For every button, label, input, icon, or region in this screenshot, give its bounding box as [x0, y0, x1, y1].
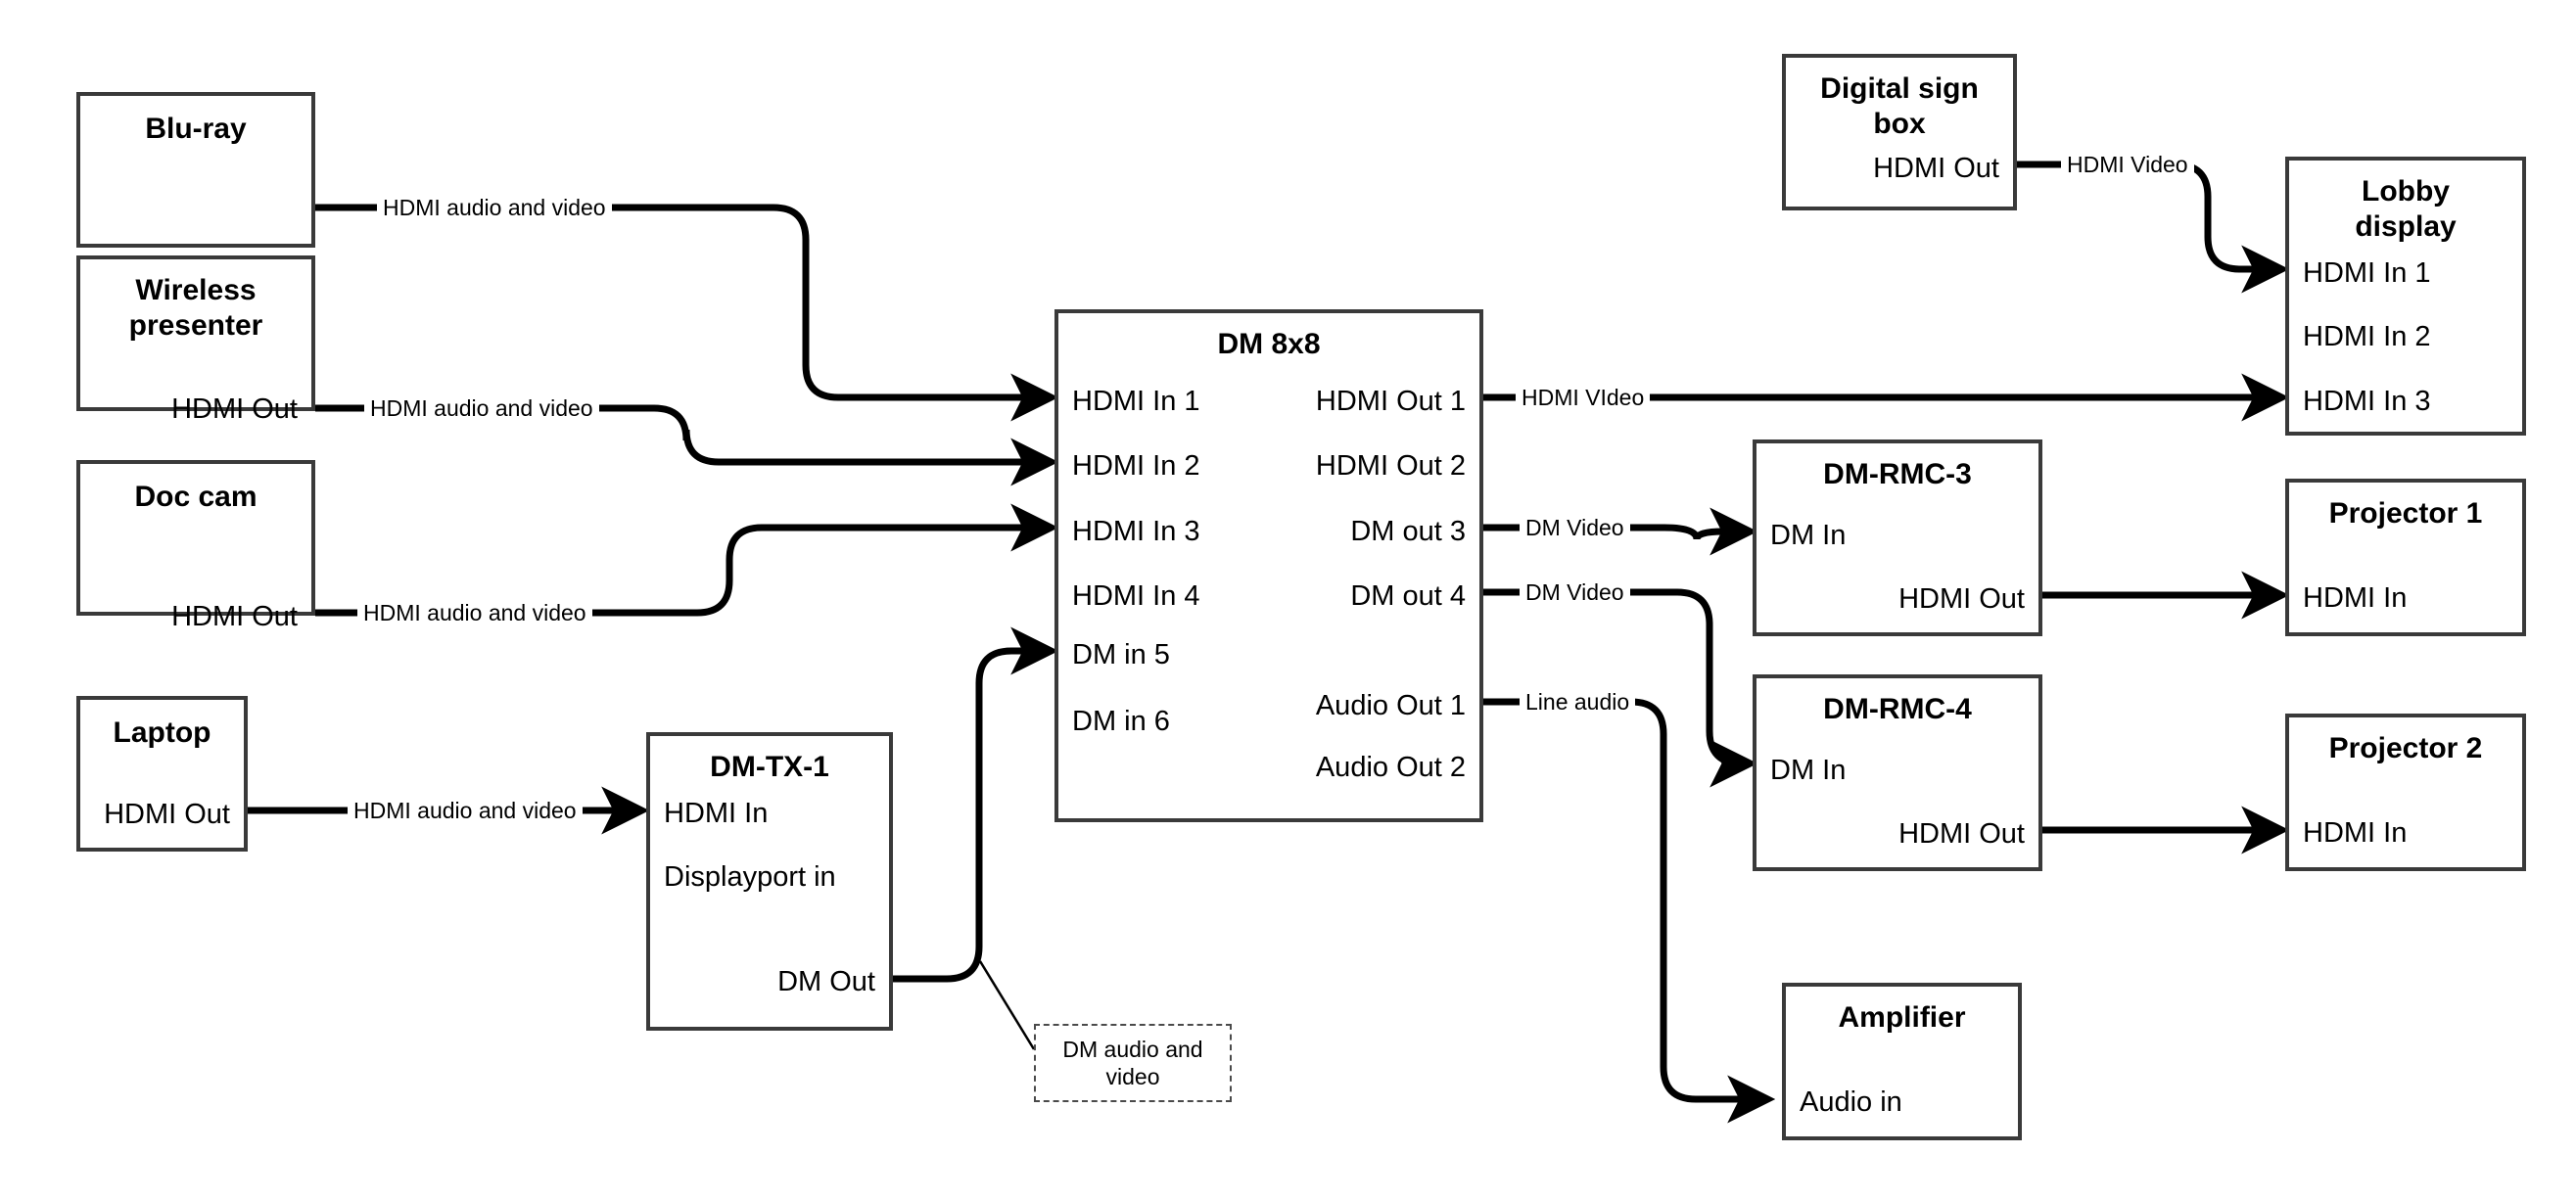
wire-dm8x8-dmout3-to-rmc3	[1483, 507, 1758, 556]
callout-dm-audio-video: DM audio and video	[1034, 1024, 1232, 1102]
port-dm8x8-dm-in-5[interactable]: DM in 5	[1072, 639, 1170, 670]
port-amp-audio-in[interactable]: Audio in	[1800, 1086, 1902, 1118]
node-digital-sign-box-title: Digital sign box	[1820, 72, 1979, 140]
port-proj1-hdmi-in[interactable]: HDMI In	[2303, 582, 2408, 614]
node-laptop-title: Laptop	[113, 716, 211, 749]
node-doc-cam[interactable]: Doc cam HDMI Out	[76, 460, 315, 632]
wire-label-wireless: HDMI audio and video	[364, 394, 599, 422]
wire-bluray-to-dm8x8	[315, 204, 1059, 422]
node-bluray[interactable]: Blu-ray HDMI Out	[76, 92, 315, 319]
port-rmc3-hdmi-out[interactable]: HDMI Out	[1898, 583, 2025, 615]
node-projector-2-title: Projector 2	[2328, 732, 2483, 764]
node-wireless-presenter[interactable]: Wireless presenter HDMI Out	[76, 255, 315, 425]
node-dm-8x8[interactable]: DM 8x8 HDMI In 1 HDMI In 2 HDMI In 3 HDM…	[1054, 309, 1483, 822]
port-dm8x8-hdmi-in-4[interactable]: HDMI In 4	[1072, 580, 1200, 612]
node-laptop[interactable]: Laptop HDMI Out	[76, 696, 248, 852]
wire-wireless-to-dm8x8	[315, 404, 1059, 486]
port-digitalsign-hdmi-out[interactable]: HDMI Out	[1873, 153, 1999, 184]
port-dm8x8-audio-out-1[interactable]: Audio Out 1	[1315, 690, 1466, 721]
port-laptop-hdmi-out[interactable]: HDMI Out	[104, 799, 230, 830]
port-rmc4-dm-in[interactable]: DM In	[1770, 755, 1847, 786]
port-dmtx1-displayport-in[interactable]: Displayport in	[664, 861, 836, 893]
port-rmc4-hdmi-out[interactable]: HDMI Out	[1898, 818, 2025, 850]
node-amplifier-title: Amplifier	[1838, 1001, 1966, 1034]
node-projector-2[interactable]: Projector 2 HDMI In	[2285, 714, 2526, 871]
wire-label-hdmi-video-signbox: HDMI Video	[2061, 151, 2194, 178]
port-lobby-hdmi-in-3[interactable]: HDMI In 3	[2303, 386, 2431, 417]
node-amplifier[interactable]: Amplifier Audio in	[1782, 983, 2022, 1140]
node-dm-rmc-3[interactable]: DM-RMC-3 DM In HDMI Out	[1753, 439, 2042, 636]
wire-dmtx1-to-dm8x8	[893, 626, 1059, 983]
port-dm8x8-hdmi-in-3[interactable]: HDMI In 3	[1072, 516, 1200, 547]
wire-label-doccam: HDMI audio and video	[357, 599, 592, 626]
wire-label-dm-video-4: DM Video	[1520, 578, 1630, 606]
port-doccam-hdmi-out[interactable]: HDMI Out	[171, 601, 298, 632]
callout-leader-line	[978, 960, 1036, 1050]
port-dmtx1-hdmi-in[interactable]: HDMI In	[664, 798, 769, 829]
port-lobby-hdmi-in-1[interactable]: HDMI In 1	[2303, 257, 2431, 289]
port-wireless-hdmi-out[interactable]: HDMI Out	[171, 393, 298, 425]
port-dm8x8-hdmi-in-2[interactable]: HDMI In 2	[1072, 450, 1200, 482]
wire-label-laptop: HDMI audio and video	[348, 797, 583, 824]
node-dm-rmc-4[interactable]: DM-RMC-4 DM In HDMI Out	[1753, 674, 2042, 871]
wire-label-hdmi-video-out1: HDMI VIdeo	[1516, 384, 1651, 411]
wire-doccam-to-dm8x8	[315, 503, 1059, 617]
node-dm-tx-1[interactable]: DM-TX-1 HDMI In Displayport in DM Out	[646, 732, 893, 1031]
port-rmc3-dm-in[interactable]: DM In	[1770, 520, 1847, 551]
wire-dm8x8-dmout4-to-rmc4	[1483, 588, 1758, 788]
node-lobby-display-title: Lobby display	[2355, 175, 2457, 243]
node-dm-rmc-3-title: DM-RMC-3	[1823, 458, 1972, 490]
port-dm8x8-audio-out-2[interactable]: Audio Out 2	[1315, 752, 1466, 783]
port-dm8x8-hdmi-out-1[interactable]: HDMI Out 1	[1315, 386, 1466, 417]
wire-digitalsign-to-lobby	[2017, 161, 2290, 294]
port-dm8x8-hdmi-out-2[interactable]: HDMI Out 2	[1315, 450, 1466, 482]
node-dm-rmc-4-title: DM-RMC-4	[1823, 693, 1972, 725]
wire-label-dm-video-3: DM Video	[1520, 514, 1630, 541]
node-dm-tx-1-title: DM-TX-1	[710, 751, 829, 783]
node-projector-1-title: Projector 1	[2328, 497, 2483, 530]
node-doc-cam-title: Doc cam	[134, 481, 258, 513]
port-dmtx1-dm-out[interactable]: DM Out	[777, 966, 875, 997]
wire-dm8x8-audioout1-to-amp	[1483, 698, 1776, 1124]
wire-label-bluray: HDMI audio and video	[377, 194, 612, 221]
port-dm8x8-dm-out-4[interactable]: DM out 4	[1350, 580, 1466, 612]
port-dm8x8-dm-out-3[interactable]: DM out 3	[1350, 516, 1466, 547]
node-lobby-display[interactable]: Lobby display HDMI In 1 HDMI In 2 HDMI I…	[2285, 157, 2526, 436]
node-digital-sign-box[interactable]: Digital sign box HDMI Out	[1782, 54, 2017, 210]
node-projector-1[interactable]: Projector 1 HDMI In	[2285, 479, 2526, 636]
node-bluray-title: Blu-ray	[145, 113, 247, 145]
wire-label-line-audio: Line audio	[1520, 688, 1636, 716]
port-proj2-hdmi-in[interactable]: HDMI In	[2303, 817, 2408, 849]
node-wireless-presenter-title: Wireless presenter	[128, 274, 263, 342]
port-lobby-hdmi-in-2[interactable]: HDMI In 2	[2303, 321, 2431, 352]
port-dm8x8-hdmi-in-1[interactable]: HDMI In 1	[1072, 386, 1200, 417]
node-dm-8x8-title: DM 8x8	[1217, 328, 1321, 360]
port-dm8x8-dm-in-6[interactable]: DM in 6	[1072, 706, 1170, 737]
